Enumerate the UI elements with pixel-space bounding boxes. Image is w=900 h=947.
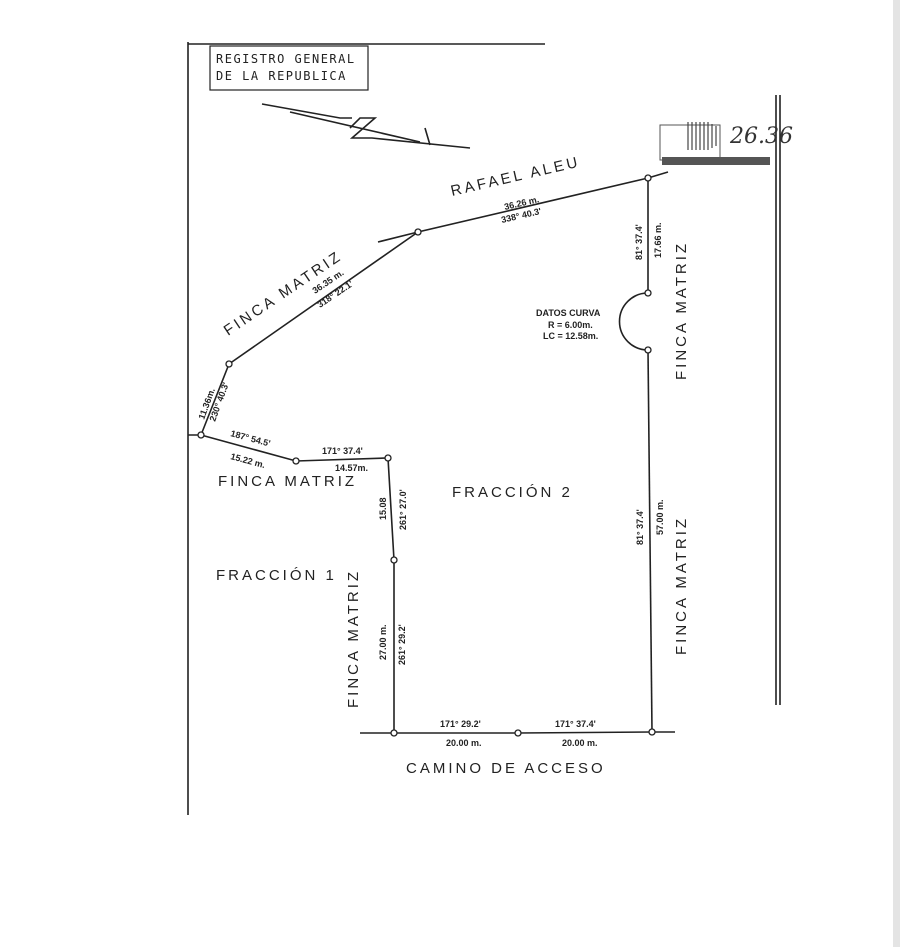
curve-radius: R = 6.00m. xyxy=(548,320,593,330)
inner-upper-distance: 15.08 xyxy=(378,497,388,520)
header-line1: REGISTRO GENERAL xyxy=(216,52,356,66)
inner-lower-distance: 27.00 m. xyxy=(378,624,388,660)
header-line2: DE LA REPUBLICA xyxy=(216,69,347,83)
curve-length: LC = 12.58m. xyxy=(543,331,598,341)
boundary-east-upper-label: FINCA MATRIZ xyxy=(673,241,690,380)
registry-stamp: 26.36 xyxy=(659,122,793,165)
south1-distance: 20.00 m. xyxy=(446,738,482,748)
boundary-west-upper-label: FINCA MATRIZ xyxy=(218,473,357,490)
parcel-fraccion1-label: FRACCIÓN 1 xyxy=(216,567,337,584)
parcel-boundary xyxy=(188,171,675,734)
frame xyxy=(187,42,781,815)
south2-distance: 20.00 m. xyxy=(562,738,598,748)
boundary-south-label: CAMINO DE ACCESO xyxy=(406,760,606,777)
page-edge xyxy=(893,0,900,947)
southwest-distance: 15.22 m. xyxy=(229,451,266,470)
survey-nodes xyxy=(197,174,656,737)
inner-upper-bearing: 261° 27.0' xyxy=(398,489,408,530)
boundary-west-lower-label: FINCA MATRIZ xyxy=(345,569,362,708)
southwest-bearing: 187° 54.5' xyxy=(229,428,271,448)
boundary-north-label: RAFAEL ALEU xyxy=(449,154,582,200)
parcel-fraccion2-label: FRACCIÓN 2 xyxy=(452,484,573,501)
registry-header: REGISTRO GENERAL DE LA REPUBLICA xyxy=(209,45,369,91)
south1-bearing: 171° 29.2' xyxy=(440,719,481,729)
east-lower-bearing: 81° 37.4' xyxy=(635,509,645,545)
step-distance: 14.57m. xyxy=(335,463,368,473)
step-bearing: 171° 37.4' xyxy=(322,446,363,456)
inner-lower-bearing: 261° 29.2' xyxy=(397,624,407,665)
boundary-east-lower-label: FINCA MATRIZ xyxy=(673,516,690,655)
east-lower-distance: 57.00 m. xyxy=(655,499,665,535)
handwritten-number: 26.36 xyxy=(729,124,793,149)
curve-title: DATOS CURVA xyxy=(536,308,601,318)
east-upper-bearing: 81° 37.4' xyxy=(634,224,644,260)
north-arrow-icon xyxy=(261,103,471,149)
south2-bearing: 171° 37.4' xyxy=(555,719,596,729)
east-upper-distance: 17.66 m. xyxy=(653,222,663,258)
